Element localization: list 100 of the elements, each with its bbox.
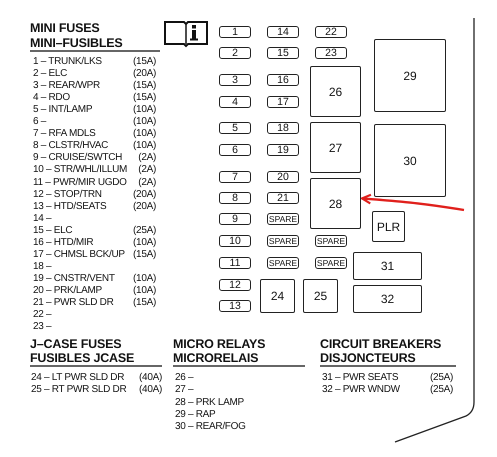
slot-number: 25 [314, 290, 328, 302]
fuse-slot [219, 122, 251, 134]
amp-rating: (20A) [133, 188, 156, 201]
fuse-entry: 13 – HTD/SEATS [33, 200, 106, 213]
pointer-arrow [360, 194, 464, 212]
amp-rating: (2A) [138, 164, 156, 176]
fuse-entry: 31 – PWR SEATS [322, 372, 398, 384]
fuse-entry: 22 – [33, 309, 52, 322]
slot-number: 30 [403, 154, 417, 166]
relay-slot [310, 122, 361, 173]
amp-rating: (15A) [133, 92, 156, 104]
slot-number: SPARE [268, 258, 298, 268]
fuse-slot [219, 26, 251, 38]
amp-rating: (10A) [133, 116, 156, 128]
fuse-entry: 16 – HTD/MIR [33, 236, 94, 249]
fuse-entry: 2 – ELC [33, 68, 68, 80]
slot-number: 21 [277, 192, 289, 204]
relay-slot [310, 66, 361, 117]
slot-number: 12 [229, 280, 241, 290]
fuse-entry: 12 – STOP/TRN [33, 188, 102, 201]
fuse-entry: 3 – REAR/WPR [33, 80, 100, 92]
slot-number: 20 [277, 172, 289, 182]
fuse-entry: 26 – [175, 372, 194, 384]
fuse-slot [219, 235, 251, 247]
slot-number: 29 [403, 70, 417, 82]
fuse-slot [219, 300, 251, 312]
slot-number: 4 [232, 96, 238, 108]
amp-rating: (40A) [139, 372, 162, 384]
section-heading: J–CASE FUSES [30, 337, 122, 351]
slot-number: 17 [277, 96, 289, 108]
slot-number: 2 [232, 48, 238, 58]
amp-rating: (10A) [133, 236, 156, 249]
fuse-entry: 29 – RAP [175, 408, 216, 421]
slot-number: 1 [232, 26, 238, 38]
fuse-slot [267, 26, 299, 38]
fuse-entry: 9 – CRUISE/SWTCH [33, 152, 122, 164]
relay-slot [303, 279, 338, 313]
fuse-entry: 15 – ELC [33, 224, 72, 237]
slot-number: 27 [328, 142, 342, 154]
amp-rating: (20A) [133, 68, 156, 80]
section-heading: FUSIBLES JCASE [30, 351, 134, 365]
amp-rating: (10A) [133, 140, 156, 152]
fuse-entry: 1 – TRUNK/LKS [33, 56, 102, 68]
fuse-entry: 11 – PWR/MIR UGDO [33, 176, 127, 188]
fuse-slot [219, 96, 251, 108]
fuse-slot [219, 171, 251, 183]
fuse-slot [315, 26, 347, 38]
slot-number: 16 [277, 74, 289, 86]
fuse-slot [219, 74, 251, 86]
slot-number: SPARE [316, 258, 346, 268]
amp-rating: (25A) [133, 224, 156, 237]
fuse-slot [219, 213, 251, 225]
fuse-entry: 20 – PRK/LAMP [33, 284, 102, 297]
fuse-entry: 17 – CHMSL BCK/UP [33, 248, 125, 261]
fuse-slot [219, 47, 251, 59]
amp-rating: (10A) [133, 284, 156, 297]
fuse-slot [267, 74, 299, 86]
fuse-entry: 8 – CLSTR/HVAC [33, 140, 108, 152]
slot-number: 14 [277, 26, 289, 38]
fuse-entry: 23 – [33, 321, 52, 334]
section-heading: MICRO RELAYS [173, 337, 266, 351]
fuse-slot [267, 192, 299, 204]
slot-number: 15 [277, 48, 289, 58]
relay-slot [310, 178, 361, 229]
fuse-slot [267, 47, 299, 59]
slot-number: 32 [380, 293, 394, 305]
amp-rating: (15A) [133, 297, 156, 309]
fuse-entry: 27 – [175, 384, 194, 396]
fuse-slot [267, 122, 299, 134]
slot-number: 5 [232, 122, 238, 134]
relay-slot [372, 211, 405, 242]
section-heading: MINI–FUSIBLES [30, 36, 123, 50]
slot-number: 7 [232, 172, 238, 182]
slot-number: 10 [229, 236, 241, 246]
fuse-entry: 5 – INT/LAMP [33, 104, 92, 116]
slot-number: 31 [380, 260, 394, 272]
slot-number: SPARE [316, 236, 346, 246]
amp-rating: (15A) [133, 56, 156, 68]
amp-rating: (10A) [133, 272, 156, 285]
fuse-slot [219, 192, 251, 204]
fuse-entry: 30 – REAR/FOG [175, 421, 246, 434]
relay-slot [353, 285, 422, 313]
amp-rating: (10A) [133, 104, 156, 116]
amp-rating: (20A) [133, 200, 156, 213]
relay-slot [374, 39, 446, 112]
fuse-slot [315, 47, 347, 59]
slot-number: 6 [232, 144, 238, 156]
slot-number: 18 [277, 122, 289, 134]
fuse-entry: 21 – PWR SLD DR [33, 297, 114, 309]
fuse-entry: 25 – RT PWR SLD DR [31, 384, 126, 396]
fuse-slot [267, 171, 299, 183]
relay-slot [353, 252, 422, 280]
slot-number: 26 [328, 86, 342, 98]
amp-rating: (10A) [133, 128, 156, 140]
slot-number: 9 [232, 214, 238, 224]
slot-number: 11 [230, 258, 240, 268]
relay-slot [374, 124, 446, 197]
fuse-entry: 14 – [33, 212, 52, 225]
fuse-entry: 24 – LT PWR SLD DR [31, 372, 124, 384]
amp-rating: (15A) [133, 80, 156, 92]
